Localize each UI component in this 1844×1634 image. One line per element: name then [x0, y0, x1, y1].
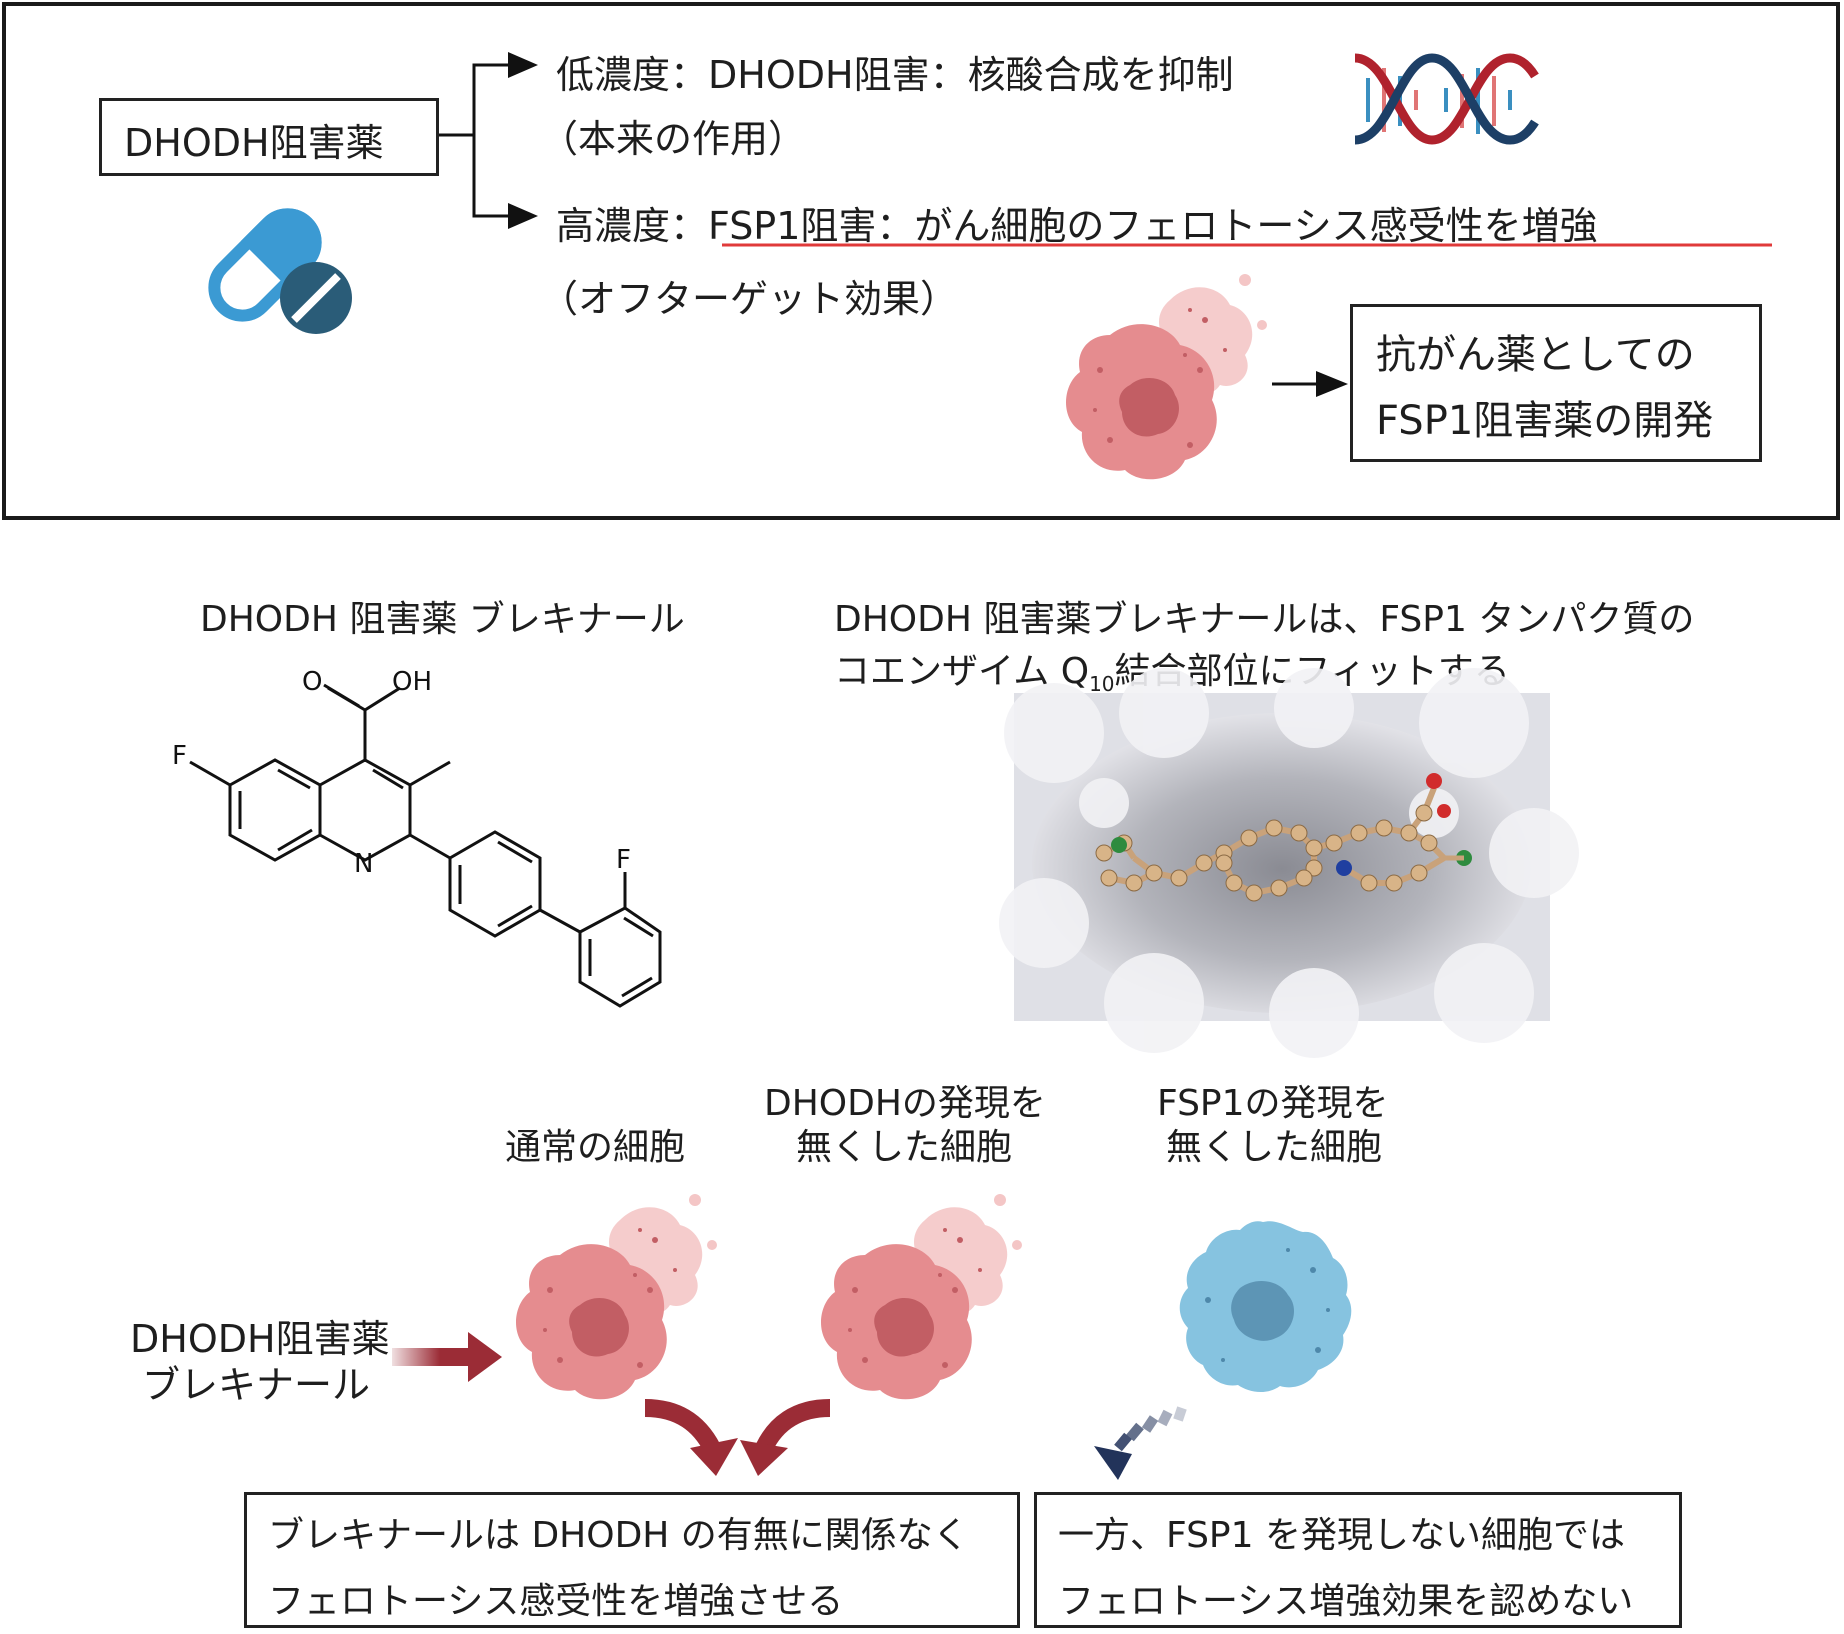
atom-n: N: [354, 849, 373, 879]
atom-oh: OH: [392, 667, 432, 697]
conclusion-left-line-1: ブレキナールは DHODH の有無に関係なく: [268, 1515, 969, 1556]
cell2-label-line-1: DHODHの発現を: [764, 1083, 1046, 1124]
cell3-label-line-2: 無くした細胞: [1166, 1127, 1383, 1168]
atom-f-left: F: [172, 741, 187, 771]
conclusion-right-box: [1034, 1492, 1682, 1628]
atom-f-right: F: [616, 845, 631, 875]
docking-image: [999, 668, 1579, 1058]
brequinar-structure: O OH F N F: [172, 667, 662, 1008]
cell2-label-line-2: 無くした細胞: [796, 1127, 1013, 1168]
drug-line-1: DHODH阻害薬: [130, 1317, 390, 1361]
docking-caption-sub: 10: [1089, 672, 1115, 697]
drug-arrow: [392, 1332, 502, 1382]
branch-connector: [439, 52, 1772, 397]
low-dose-note: （本来の作用）: [540, 117, 807, 161]
drug-line-2: ブレキナール: [142, 1363, 371, 1407]
conclusion-right-line-1: 一方、FSP1 を発現しない細胞では: [1058, 1515, 1625, 1556]
high-dose-line: 高濃度：FSP1阻害：がん細胞のフェロトーシス感受性を増強: [556, 204, 1598, 248]
normal-cell-dying-icon: [516, 1194, 717, 1400]
structure-title: DHODH 阻害薬 ブレキナール: [200, 599, 685, 640]
tablet-icon: [280, 262, 352, 334]
conclusion-right-line-2: フェロトーシス増強効果を認めない: [1058, 1581, 1634, 1622]
fsp1-knockout-cell-icon: [1179, 1221, 1352, 1393]
drug-label: DHODH阻害薬: [124, 121, 384, 165]
conclusion-left-line-2: フェロトーシス感受性を増強させる: [268, 1581, 844, 1622]
dhodh-knockout-cell-dying-icon: [821, 1194, 1022, 1400]
result-line-2: FSP1阻害薬の開発: [1376, 398, 1714, 444]
low-dose-line: 低濃度：DHODH阻害：核酸合成を抑制: [556, 53, 1234, 97]
atom-o: O: [302, 667, 322, 697]
high-dose-note: （オフターゲット効果）: [540, 277, 959, 321]
conclusion-left-box: [244, 1492, 1020, 1628]
result-box: [1350, 304, 1762, 462]
dna-icon: [1354, 53, 1539, 145]
dying-cell-icon: [1066, 274, 1267, 480]
docking-caption-line-1: DHODH 阻害薬ブレキナールは、FSP1 タンパク質の: [834, 599, 1695, 640]
cell1-label: 通常の細胞: [505, 1127, 686, 1168]
result-line-1: 抗がん薬としての: [1376, 332, 1695, 378]
cell3-label-line-1: FSP1の発現を: [1157, 1083, 1389, 1124]
drug-label-box: [99, 98, 439, 176]
top-panel: [2, 2, 1840, 520]
